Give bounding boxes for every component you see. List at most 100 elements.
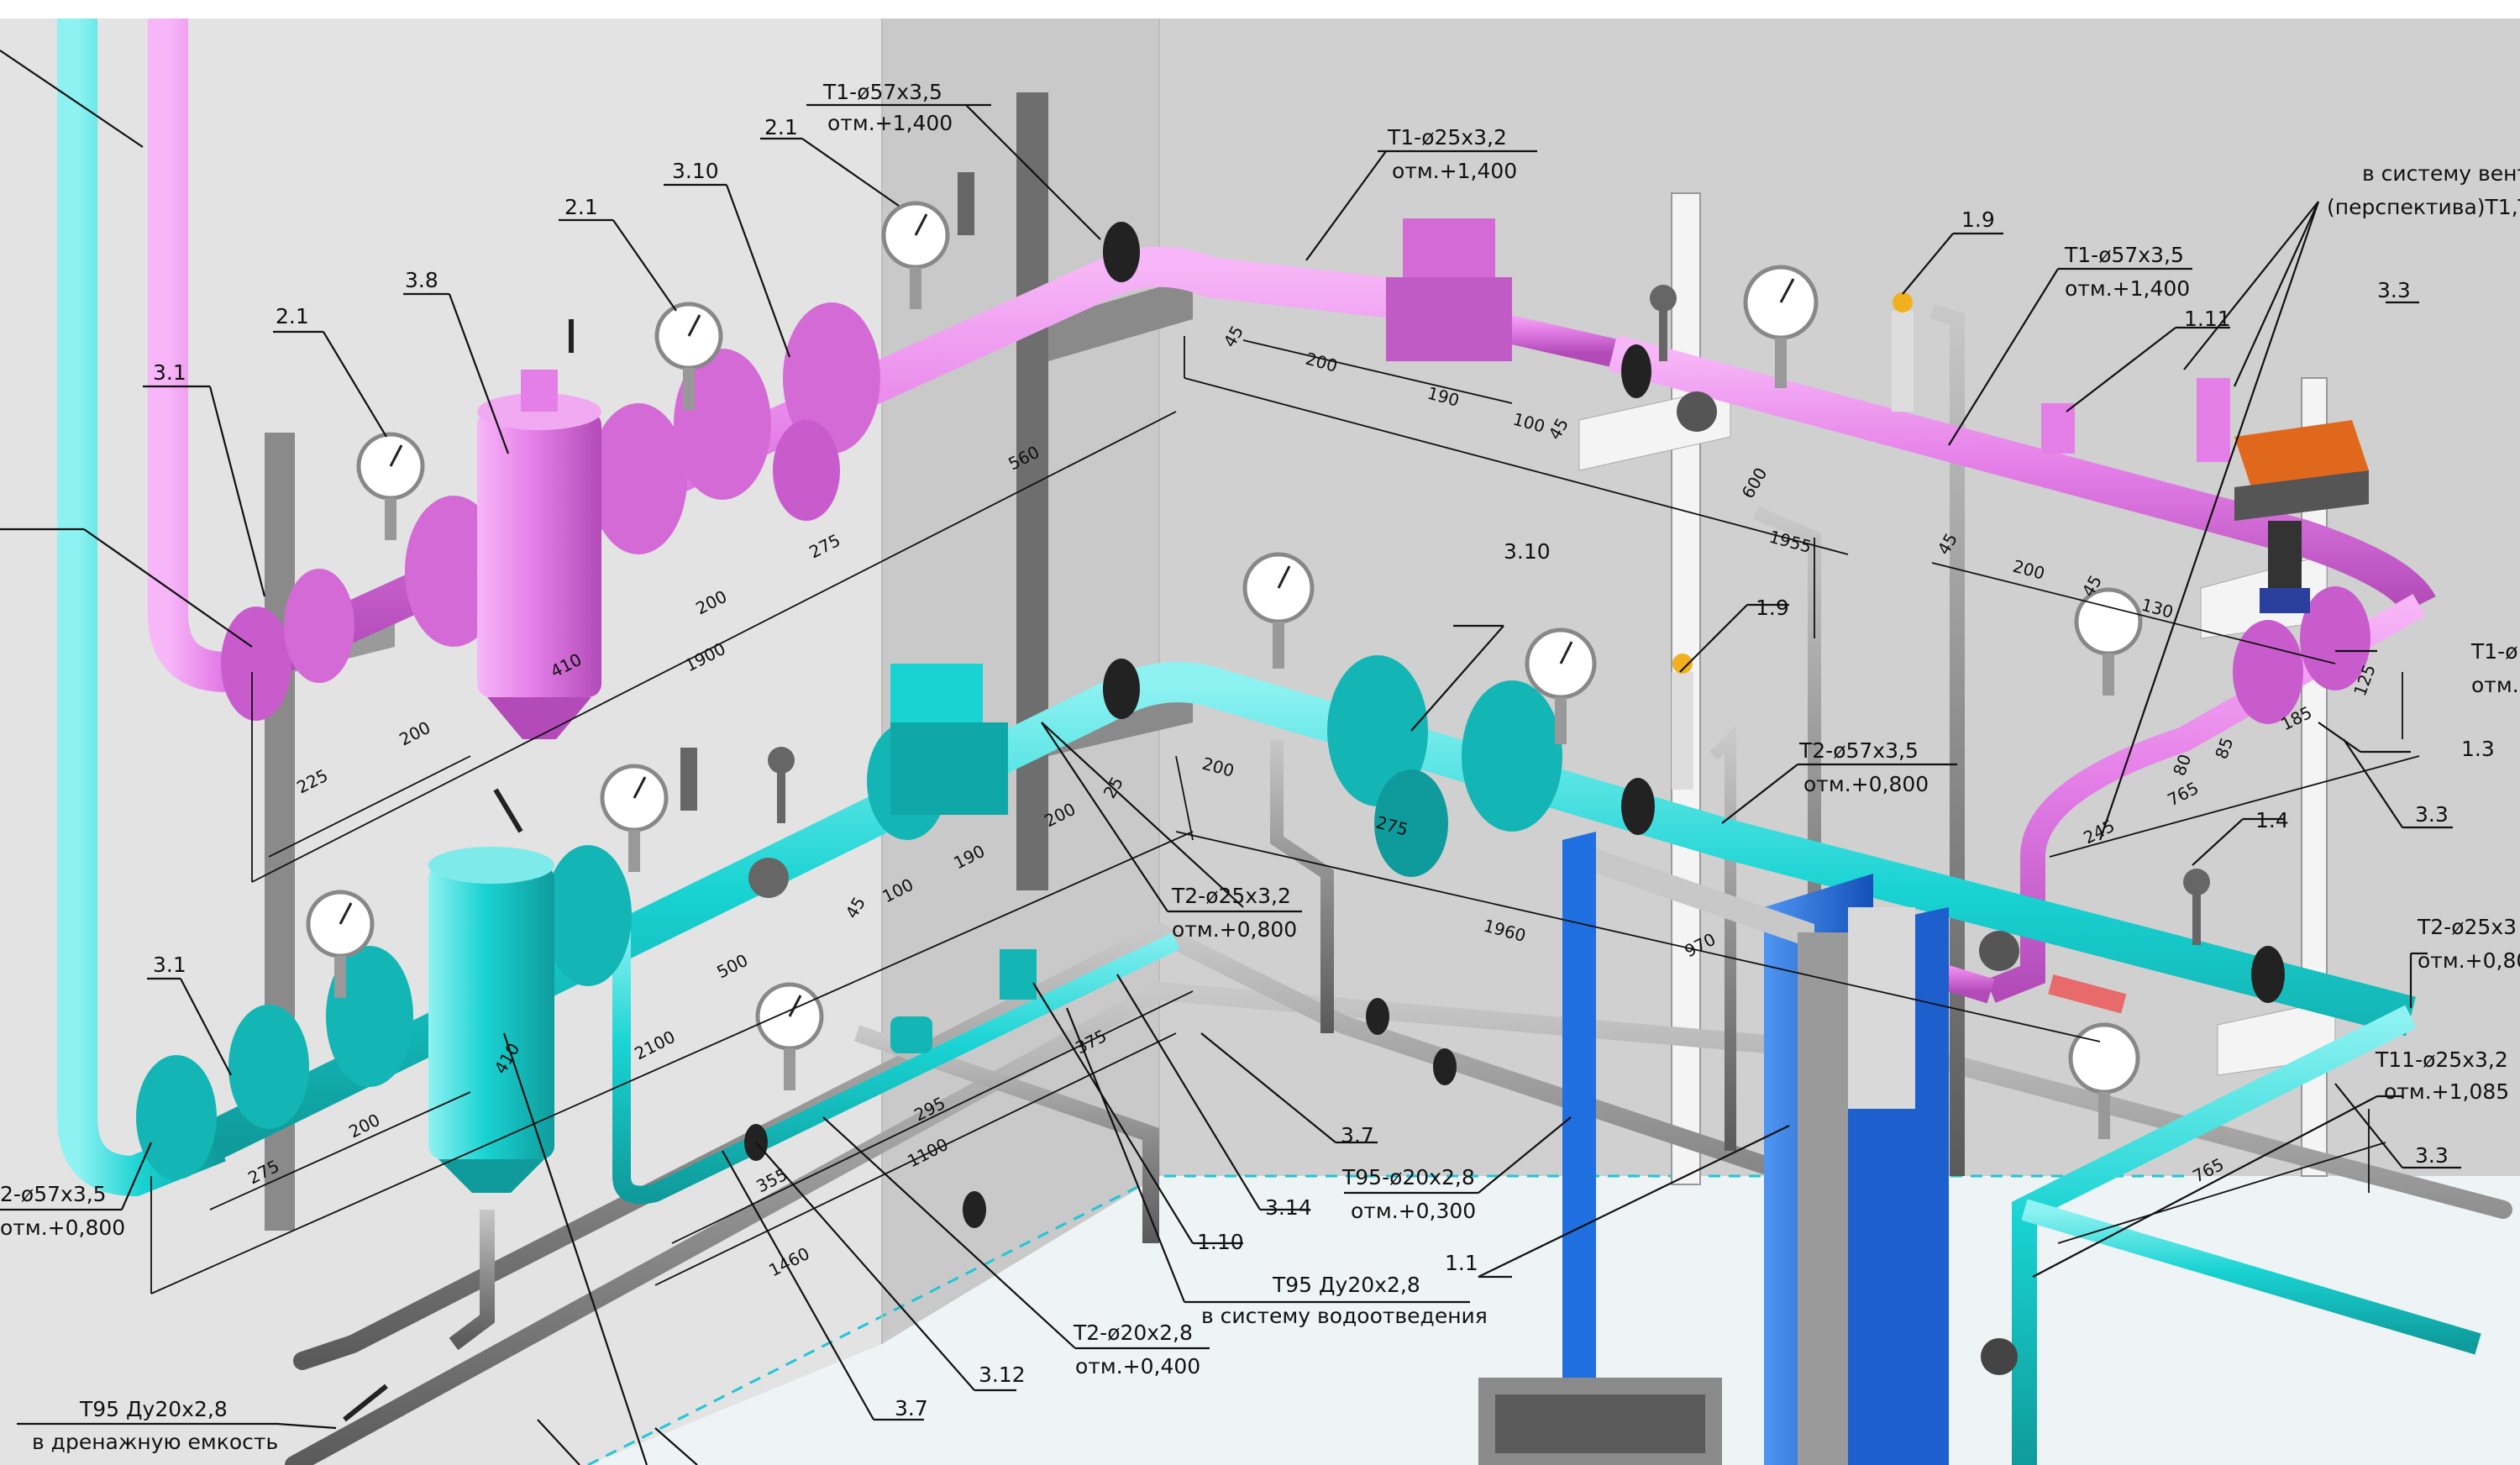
callout-t95-20: Т95-ø20х2,8 отм.+0,300 xyxy=(1341,1165,1476,1223)
item-labels: 2.1 2.1 2.1 3.1 3.1 3.8 3.10 3.10 1.9 1.… xyxy=(153,115,2495,1420)
supply-flow-meter xyxy=(1386,277,1512,361)
callout-t95-tank: Т95 Ду20х2,8 в дренажную емкость xyxy=(32,1397,278,1454)
pressure-gauges xyxy=(306,201,2143,1139)
svg-text:отм.+0,800: отм.+0,800 xyxy=(1172,917,1297,942)
item-label-3-7: 3.7 xyxy=(895,1396,928,1420)
support-column-mid xyxy=(1016,92,1048,890)
item-label-1-3: 1.3 xyxy=(2461,737,2495,761)
return-flow-meter xyxy=(890,722,1008,815)
svg-text:отм.+1,085: отм.+1,085 xyxy=(2384,1079,2509,1104)
supply-pipe-network xyxy=(148,18,2436,1004)
plate-heat-exchanger xyxy=(1478,832,1949,1465)
callout-t1-57-top: Т1-ø57х3,5 отм.+1,400 xyxy=(822,80,953,135)
item-label-3-14: 3.14 xyxy=(1265,1195,1312,1220)
supply-flange xyxy=(221,606,291,721)
item-label-2-1: 2.1 xyxy=(276,304,309,328)
drain-pipes xyxy=(285,303,2512,1465)
item-label-3-7: 3.7 xyxy=(1341,1123,1374,1147)
svg-text:отм.+0,300: отм.+0,300 xyxy=(1351,1199,1476,1223)
valve-handle-icon xyxy=(2183,869,2210,945)
callout-t1-edge: Т1-ø отм. xyxy=(2470,639,2519,697)
callout-t11-25: Т11-ø25х3,2 отм.+1,085 xyxy=(2375,1048,2509,1104)
gauge-icon xyxy=(755,982,824,1090)
item-label-1-11: 1.11 xyxy=(2184,307,2231,331)
item-label-3-3: 3.3 xyxy=(2415,1143,2449,1168)
return-flange xyxy=(136,1055,217,1179)
callout-t1-25: Т1-ø25х3,2 отм.+1,400 xyxy=(1387,125,1517,183)
leader-lines xyxy=(0,50,2461,1465)
svg-text:в систему вент: в систему вент xyxy=(2362,161,2520,186)
item-label-3-1: 3.1 xyxy=(153,360,186,385)
callout-t2-20: Т2-ø20х2,8 отм.+0,400 xyxy=(1073,1321,1200,1378)
item-label-3-10: 3.10 xyxy=(672,159,719,183)
svg-text:в дренажную емкость: в дренажную емкость xyxy=(32,1430,278,1454)
item-label-3-12: 3.12 xyxy=(979,1363,1026,1387)
svg-text:отм.+1,400: отм.+1,400 xyxy=(2065,276,2190,301)
svg-text:отм.: отм. xyxy=(2471,673,2519,697)
svg-text:Т95-ø20х2,8: Т95-ø20х2,8 xyxy=(1341,1165,1475,1189)
valve-handle-icon xyxy=(768,747,795,823)
svg-text:в систему водоотведения: в систему водоотведения xyxy=(1201,1304,1488,1328)
callout-t1-57-right: Т1-ø57х3,5 отм.+1,400 xyxy=(2064,243,2190,301)
gauge-icon xyxy=(356,432,425,540)
svg-text:Т95 Ду20х2,8: Т95 Ду20х2,8 xyxy=(1272,1273,1420,1297)
svg-text:отм.+0,80: отм.+0,80 xyxy=(2418,948,2520,973)
svg-text:Т2-ø25х3,2: Т2-ø25х3,2 xyxy=(1171,884,1291,908)
svg-text:Т1-ø: Т1-ø xyxy=(2470,639,2518,664)
gauge-icon xyxy=(306,890,375,998)
callout-t2-25-edge: Т2-ø25х3 отм.+0,80 xyxy=(2417,915,2520,973)
vent-valve-icon xyxy=(2197,378,2230,462)
gauge-icon xyxy=(1242,552,1315,669)
return-strainer xyxy=(428,865,554,1159)
svg-text:Т95 Ду20х2,8: Т95 Ду20х2,8 xyxy=(79,1397,228,1421)
item-label-3-3: 3.3 xyxy=(2415,802,2449,827)
item-label-3-10: 3.10 xyxy=(1504,539,1551,564)
svg-text:отм.+0,800: отм.+0,800 xyxy=(1803,772,1929,796)
callout-t2-57-mid: Т2-ø57х3,5 отм.+0,800 xyxy=(1798,738,1929,796)
item-label-1-1: 1.1 xyxy=(1445,1251,1478,1275)
gauge-icon xyxy=(881,201,950,309)
left-wall xyxy=(0,18,882,1465)
item-label-1-10: 1.10 xyxy=(1197,1230,1244,1254)
gauge-icon xyxy=(600,764,669,872)
item-label-2-1: 2.1 xyxy=(764,115,798,139)
svg-text:Т2-ø20х2,8: Т2-ø20х2,8 xyxy=(1073,1321,1193,1345)
callout-vent-system: в систему вент (перспектива)Т1,Т xyxy=(2327,161,2520,219)
air-vent-icon xyxy=(1672,654,1693,790)
svg-text:2-ø57х3,5: 2-ø57х3,5 xyxy=(0,1182,107,1206)
fittings xyxy=(343,172,2230,1422)
item-label-3-8: 3.8 xyxy=(405,268,438,292)
return-pipe-network xyxy=(57,18,2481,1465)
svg-text:отм.+1,400: отм.+1,400 xyxy=(1392,159,1517,183)
callout-t95-drain: Т95 Ду20х2,8 в систему водоотведения xyxy=(1201,1273,1488,1328)
callout-t2-25-mid: Т2-ø25х3,2 отм.+0,800 xyxy=(1171,884,1297,942)
svg-text:отм.+0,400: отм.+0,400 xyxy=(1075,1354,1200,1378)
gauge-icon xyxy=(1743,265,1819,388)
svg-text:Т11-ø25х3,2: Т11-ø25х3,2 xyxy=(2375,1048,2508,1072)
valve-actuator xyxy=(2234,420,2369,487)
supply-strainer xyxy=(477,412,601,697)
vent-valve-icon xyxy=(2041,403,2075,454)
gauge-icon xyxy=(654,302,723,410)
gauge-icon xyxy=(1525,627,1597,744)
item-label-1-9: 1.9 xyxy=(1756,596,1789,620)
svg-text:Т1-ø25х3,2: Т1-ø25х3,2 xyxy=(1387,125,1507,150)
sensor-icon xyxy=(958,172,974,235)
svg-text:Т1-ø57х3,5: Т1-ø57х3,5 xyxy=(822,80,942,104)
svg-text:отм.+0,800: отм.+0,800 xyxy=(0,1216,125,1240)
pipe-callouts: Т1-ø57х3,5 отм.+1,400 Т1-ø25х3,2 отм.+1,… xyxy=(0,80,2520,1454)
valve-handle-icon xyxy=(1650,285,1677,361)
item-label-3-3: 3.3 xyxy=(2377,278,2411,302)
right-wall xyxy=(1159,18,2520,1465)
item-label-3-1: 3.1 xyxy=(153,953,186,977)
item-label-1-9: 1.9 xyxy=(1961,207,1995,232)
svg-text:(перспектива)Т1,Т: (перспектива)Т1,Т xyxy=(2327,195,2520,219)
item-label-2-1: 2.1 xyxy=(564,195,598,219)
item-label-1-4: 1.4 xyxy=(2255,808,2289,832)
sensor-icon xyxy=(680,748,697,811)
svg-text:Т1-ø57х3,5: Т1-ø57х3,5 xyxy=(2064,243,2184,267)
svg-text:Т2-ø25х3: Т2-ø25х3 xyxy=(2417,915,2517,939)
return-riser xyxy=(57,18,226,1197)
